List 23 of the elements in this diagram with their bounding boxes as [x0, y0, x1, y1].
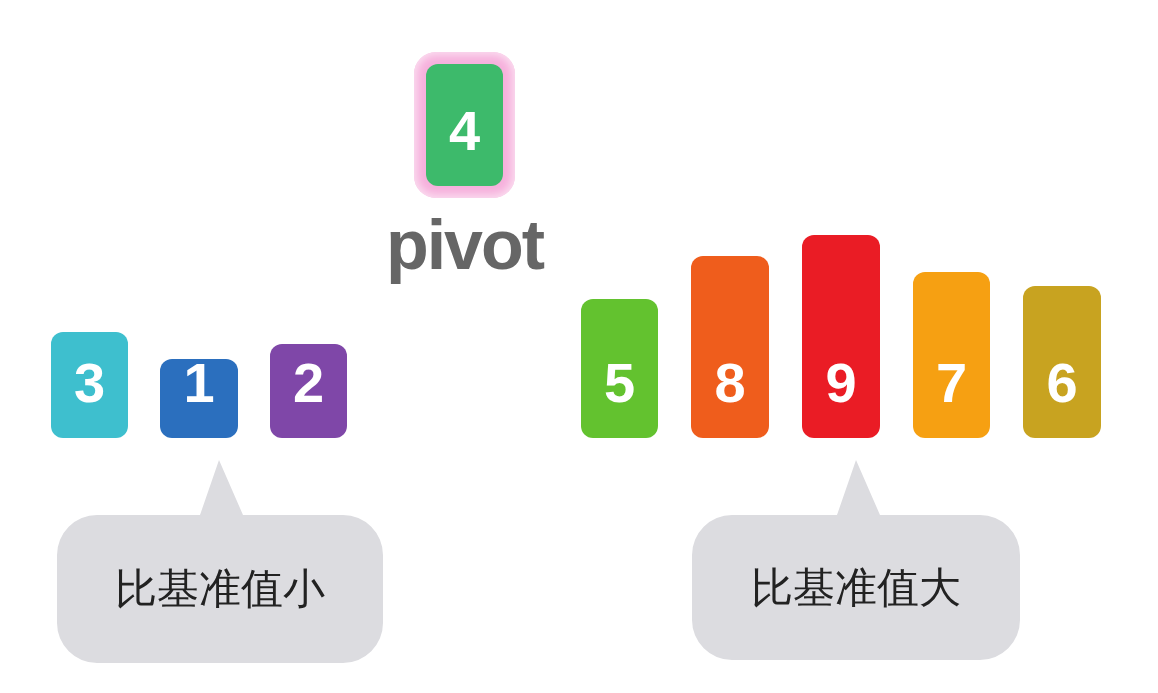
- number-card: [160, 359, 238, 438]
- number-card: [802, 235, 880, 438]
- speech-bubble: [57, 460, 383, 663]
- number-label: 6: [1046, 355, 1078, 411]
- number-label: 5: [603, 355, 636, 411]
- callout-text: 比基准值小: [115, 563, 325, 615]
- speech-bubble: [692, 460, 1020, 660]
- number-label: 8: [714, 355, 746, 411]
- number-label: 1: [183, 355, 215, 411]
- number-card: [581, 299, 658, 438]
- number-card: [51, 332, 128, 438]
- callout-text: 比基准值大: [751, 562, 961, 613]
- number-label: 9: [825, 355, 857, 411]
- number-label: 4: [448, 103, 481, 159]
- number-card: [913, 272, 990, 438]
- number-card: [1023, 286, 1101, 438]
- number-label: 3: [73, 355, 106, 411]
- number-label: 7: [935, 355, 968, 411]
- caption-text: pivot: [385, 205, 544, 286]
- number-card: [426, 64, 503, 186]
- number-card: [270, 344, 347, 438]
- number-card: [691, 256, 769, 438]
- number-label: 2: [292, 355, 325, 411]
